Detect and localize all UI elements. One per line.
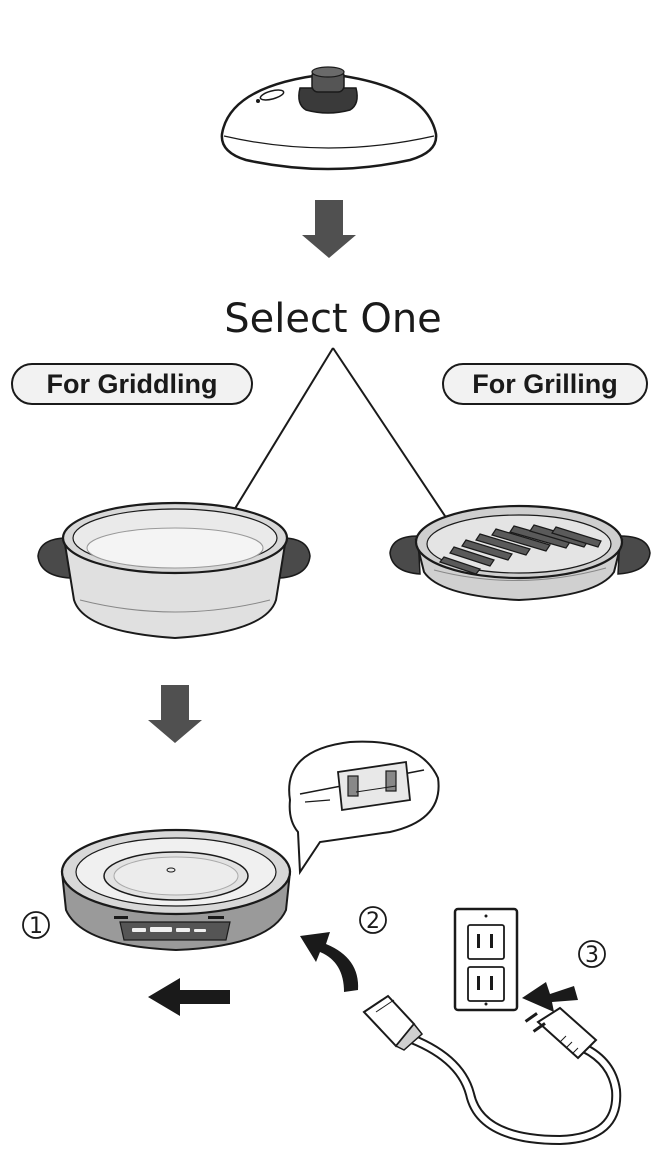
griddling-option-label: For Griddling	[11, 363, 253, 405]
connector-detail-callout	[288, 740, 440, 876]
lid-knob	[298, 66, 358, 114]
right-arrow-icon	[522, 982, 578, 1012]
heating-base-icon	[60, 828, 292, 952]
griddling-label-text: For Griddling	[47, 369, 218, 399]
power-outlet-icon	[453, 907, 519, 1012]
step-2-marker: 2	[359, 906, 387, 934]
curved-arrow-icon	[300, 932, 359, 992]
grilling-label-text: For Grilling	[472, 369, 618, 399]
pointer-line-grilling	[332, 347, 464, 544]
power-cord-icon	[362, 994, 622, 1146]
lid-icon	[220, 66, 438, 171]
down-arrow-icon	[302, 200, 356, 258]
step-3-marker: 3	[578, 940, 606, 968]
griddle-pan-icon	[37, 501, 311, 640]
select-one-heading: Select One	[224, 296, 442, 342]
grilling-option-label: For Grilling	[442, 363, 648, 405]
step-2-label: 2	[366, 909, 380, 934]
step-3-label: 3	[585, 943, 599, 968]
step-1-label: 1	[29, 914, 43, 939]
step-1-marker: 1	[22, 911, 50, 939]
left-arrow-icon	[148, 978, 230, 1016]
grill-pan-icon	[389, 504, 651, 602]
down-arrow-icon	[148, 685, 202, 743]
